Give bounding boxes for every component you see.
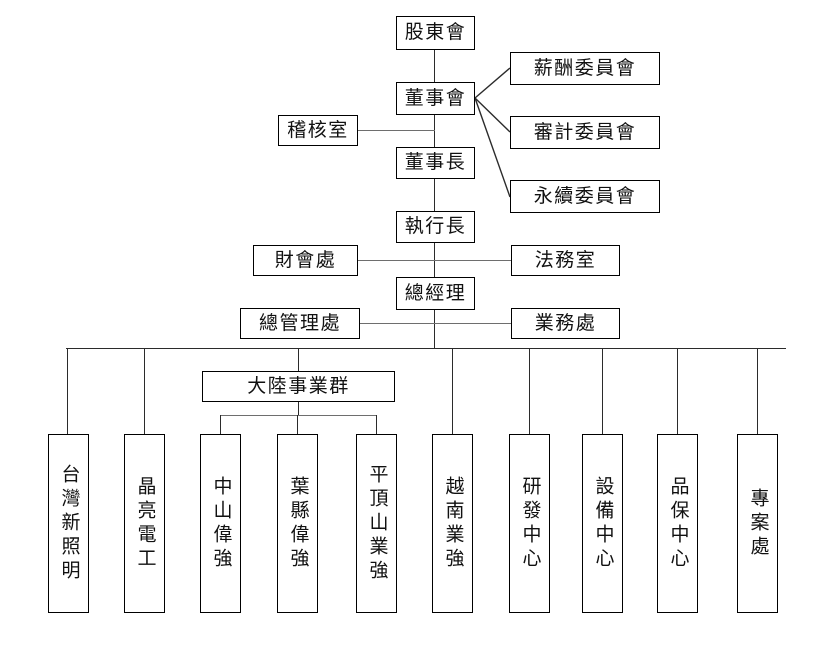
node-label: 大陸事業群 xyxy=(247,374,350,397)
connector-drop-equipment-center xyxy=(602,348,604,435)
node-label: 台灣新照明 xyxy=(58,463,81,584)
node-label: 品保中心 xyxy=(667,475,690,572)
node-business-dept[interactable]: 業務處 xyxy=(511,308,620,339)
connector-general-admin-to-spine xyxy=(360,323,435,325)
node-label: 稽核室 xyxy=(287,118,349,141)
connector-drop-jingliang-electric xyxy=(144,348,146,435)
node-yexian-weiqiang[interactable]: 葉縣偉強 xyxy=(277,434,318,613)
node-label: 業務處 xyxy=(534,311,597,334)
node-label: 董事長 xyxy=(404,151,467,174)
node-label: 股東會 xyxy=(404,21,467,44)
node-quality-assurance-center[interactable]: 品保中心 xyxy=(657,434,698,613)
node-chief-executive-officer[interactable]: 執行長 xyxy=(396,211,475,243)
node-label: 總經理 xyxy=(404,281,467,304)
node-label: 平頂山業強 xyxy=(366,463,389,584)
node-board-of-directors[interactable]: 董事會 xyxy=(396,82,475,115)
node-label: 執行長 xyxy=(404,215,467,238)
node-mainland-business-group[interactable]: 大陸事業群 xyxy=(202,371,395,402)
node-finance-accounting-dept[interactable]: 財會處 xyxy=(253,245,358,276)
node-label: 審計委員會 xyxy=(533,120,637,143)
connector-drop-taiwan-new-lighting xyxy=(67,348,69,435)
node-label: 薪酬委員會 xyxy=(533,56,637,79)
connector-spine-gm-to-main-bar xyxy=(434,310,436,349)
node-zhongshan-weiqiang[interactable]: 中山偉強 xyxy=(200,434,241,613)
node-audit-committee[interactable]: 審計委員會 xyxy=(510,116,660,149)
connector-drop-project-dept xyxy=(757,348,759,435)
connector-finance-dept-to-spine xyxy=(358,260,435,262)
connector-group-box-to-subbar xyxy=(298,402,300,416)
node-label: 中山偉強 xyxy=(210,475,233,572)
node-label: 法務室 xyxy=(534,248,597,271)
node-vietnam-yeqiang[interactable]: 越南業強 xyxy=(432,434,473,613)
connector-drop-vietnam-yeqiang xyxy=(452,348,454,435)
node-general-manager[interactable]: 總經理 xyxy=(396,277,475,310)
connector-drop-mainland-business-group xyxy=(298,348,300,372)
connector-drop-quality-assurance-center xyxy=(677,348,679,435)
node-label: 總管理處 xyxy=(258,311,341,334)
node-sustainability-committee[interactable]: 永續委員會 xyxy=(510,180,660,213)
connector-group-subbar xyxy=(220,415,377,417)
connector-drop-rd-center xyxy=(529,348,531,435)
connector-business-dept-to-spine xyxy=(435,323,511,325)
connector-legal-office-to-spine xyxy=(435,260,511,262)
node-compensation-committee[interactable]: 薪酬委員會 xyxy=(510,52,660,85)
node-label: 葉縣偉強 xyxy=(287,475,310,572)
node-pingdingshan-yeqiang[interactable]: 平頂山業強 xyxy=(356,434,397,613)
node-general-administration-dept[interactable]: 總管理處 xyxy=(240,308,360,339)
connector-main-distribution-bar xyxy=(66,348,786,350)
node-taiwan-new-lighting[interactable]: 台灣新照明 xyxy=(48,434,89,613)
connector-spine-shareholders-to-board xyxy=(434,50,436,82)
connector-audit-office-to-spine xyxy=(358,130,435,132)
node-project-dept[interactable]: 專案處 xyxy=(737,434,778,613)
node-label: 晶亮電工 xyxy=(134,475,157,572)
node-audit-office[interactable]: 稽核室 xyxy=(278,115,358,146)
connector-drop-pingdingshan-yeqiang xyxy=(376,415,378,435)
node-label: 永續委員會 xyxy=(533,184,637,207)
node-chairman[interactable]: 董事長 xyxy=(396,147,475,179)
node-shareholders-meeting[interactable]: 股東會 xyxy=(396,16,475,50)
node-equipment-center[interactable]: 設備中心 xyxy=(582,434,623,613)
node-label: 越南業強 xyxy=(442,475,465,572)
node-label: 研發中心 xyxy=(519,475,542,572)
node-label: 設備中心 xyxy=(592,475,615,572)
connector-drop-yexian-weiqiang xyxy=(297,415,299,435)
node-jingliang-electric[interactable]: 晶亮電工 xyxy=(124,434,165,613)
node-label: 財會處 xyxy=(274,248,337,271)
node-label: 董事會 xyxy=(404,86,467,109)
connector-drop-zhongshan-weiqiang xyxy=(220,415,222,435)
connector-spine-chairman-to-ceo xyxy=(434,179,436,211)
node-label: 專案處 xyxy=(747,487,770,560)
node-legal-office[interactable]: 法務室 xyxy=(511,245,620,276)
node-rd-center[interactable]: 研發中心 xyxy=(509,434,550,613)
